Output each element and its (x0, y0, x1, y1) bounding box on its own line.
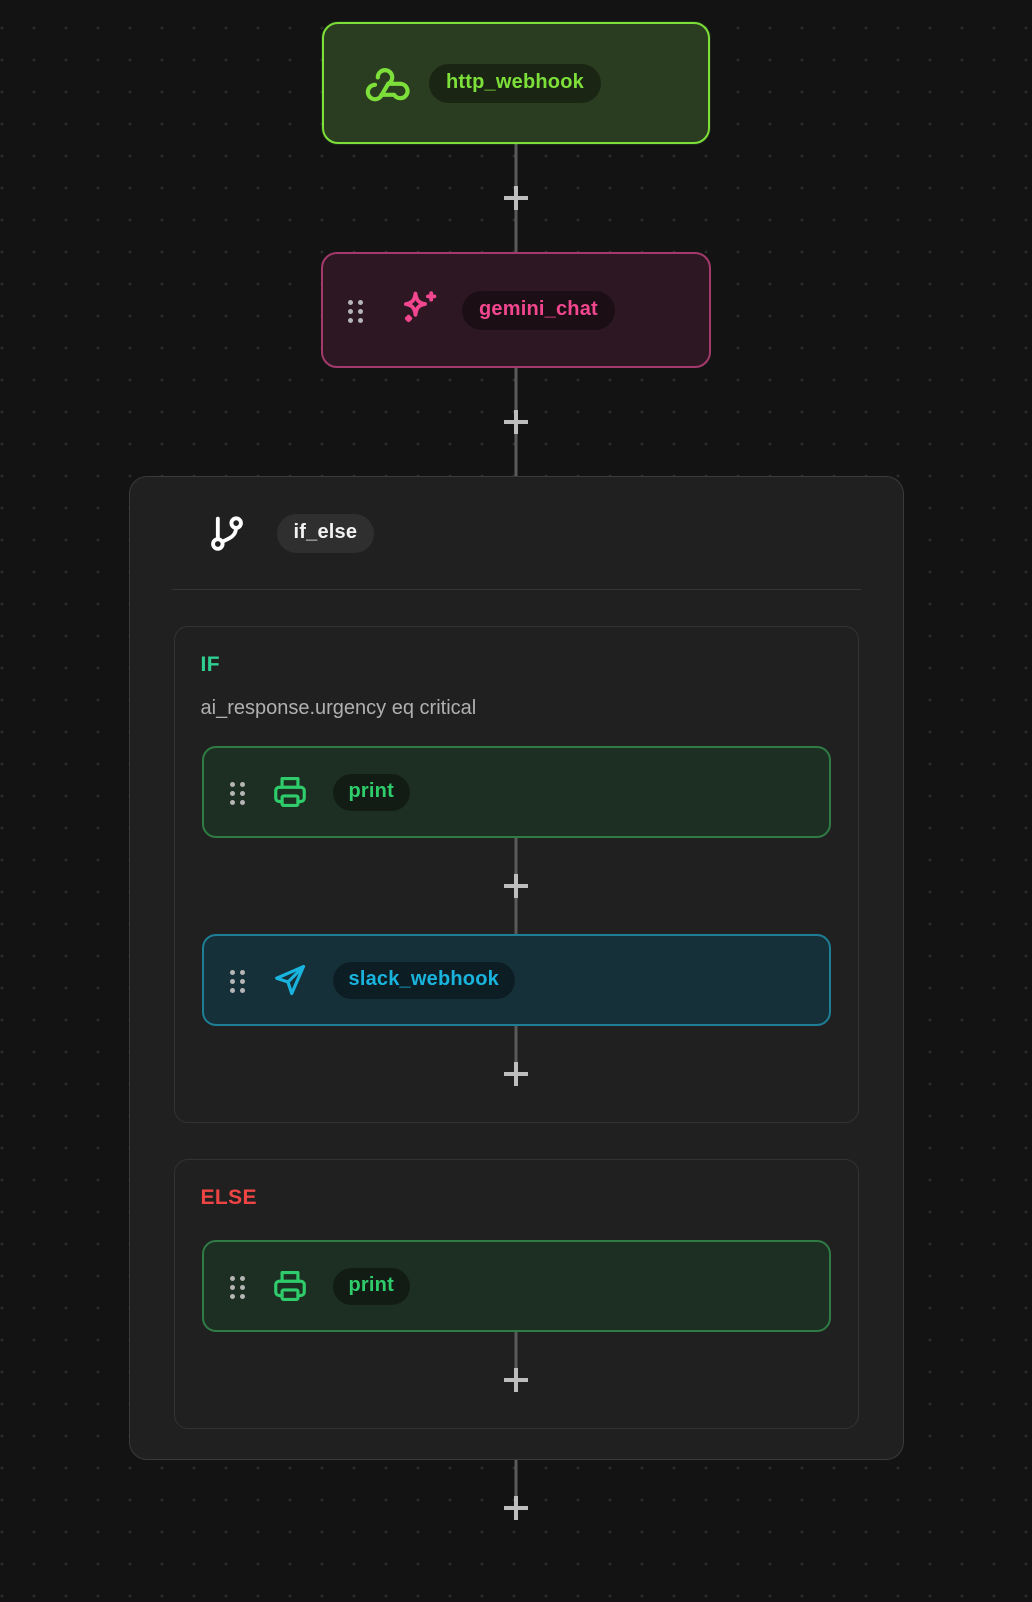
branch-condition-if: ai_response.urgency eq critical (200, 697, 477, 719)
connector-line (514, 1332, 518, 1380)
sparkle-icon (394, 287, 440, 333)
node-slack-webhook[interactable]: slack_webhook (201, 934, 831, 1026)
add-node-button[interactable] (501, 1493, 531, 1523)
branch-if: IF ai_response.urgency eq critical (173, 626, 859, 1123)
if-else-divider (171, 589, 861, 590)
drag-handle-icon[interactable] (229, 781, 245, 805)
branch-else: ELSE print (173, 1159, 859, 1429)
connector-line (514, 1460, 518, 1510)
connector-if-branch-tail (199, 1026, 834, 1122)
git-branch-icon (205, 511, 249, 555)
printer-icon (271, 773, 309, 811)
node-label-slack-webhook: slack_webhook (332, 961, 515, 999)
printer-icon (271, 1267, 309, 1305)
node-if-else[interactable]: if_else IF ai_response.urgency eq critic… (128, 476, 904, 1460)
drag-handle-icon[interactable] (229, 1275, 245, 1299)
add-node-button[interactable] (501, 183, 531, 213)
add-node-button[interactable] (501, 1059, 531, 1089)
branch-label-else: ELSE (200, 1186, 257, 1209)
branch-body-if: print (199, 746, 834, 1122)
webhook-icon (361, 59, 410, 107)
if-else-header: if_else (130, 477, 903, 589)
branch-label-if: IF (200, 653, 220, 676)
connector-http-to-gemini (0, 144, 1032, 252)
node-gemini-chat[interactable]: gemini_chat (321, 252, 711, 368)
drag-handle-icon[interactable] (348, 299, 363, 323)
add-node-button[interactable] (501, 407, 531, 437)
connector-line (514, 1026, 518, 1074)
connector-gemini-to-ifelse (0, 368, 1032, 476)
add-node-button[interactable] (501, 871, 531, 901)
connector-else-branch-tail (199, 1332, 834, 1428)
send-icon (271, 961, 309, 999)
connector-print-to-slack (199, 838, 834, 934)
node-http-webhook[interactable]: http_webhook (322, 22, 710, 144)
node-label-print-else: print (332, 1267, 410, 1305)
workflow-flow-column: http_webhook gemini_chat (0, 0, 1032, 1556)
node-print-if[interactable]: print (201, 746, 831, 838)
node-label-if-else: if_else (276, 513, 375, 553)
node-label-print-if: print (332, 773, 410, 811)
node-label-http-webhook: http_webhook (429, 63, 601, 103)
node-label-gemini-chat: gemini_chat (462, 290, 615, 330)
drag-handle-icon[interactable] (229, 969, 245, 993)
node-print-else[interactable]: print (201, 1240, 831, 1332)
add-node-button[interactable] (501, 1365, 531, 1395)
connector-flow-tail (0, 1460, 1032, 1556)
branch-body-else: print (199, 1240, 834, 1428)
